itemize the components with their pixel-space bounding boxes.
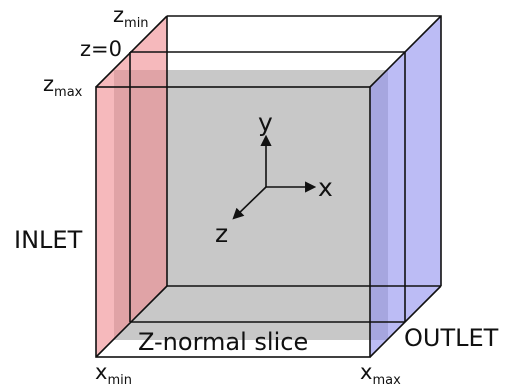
x-max-label: xmax bbox=[360, 360, 401, 386]
outlet-label: OUTLET bbox=[404, 324, 499, 352]
z-min-label: zmin bbox=[113, 3, 149, 31]
x-axis-label: x bbox=[318, 173, 333, 202]
axes: x y z bbox=[215, 108, 333, 248]
z-normal-slice bbox=[114, 70, 388, 340]
z-axis-label: z bbox=[215, 219, 228, 248]
inlet-face bbox=[96, 16, 167, 357]
slice-label: Z-normal slice bbox=[138, 328, 308, 356]
x-min-label: xmin bbox=[95, 360, 132, 386]
y-axis-label: y bbox=[258, 108, 273, 137]
z-max-label: zmax bbox=[43, 72, 83, 100]
box-edges bbox=[95, 15, 442, 358]
z-axis-arrow bbox=[232, 186, 267, 220]
inlet-label: INLET bbox=[14, 226, 83, 254]
z-zero-label: z=0 bbox=[80, 37, 122, 61]
